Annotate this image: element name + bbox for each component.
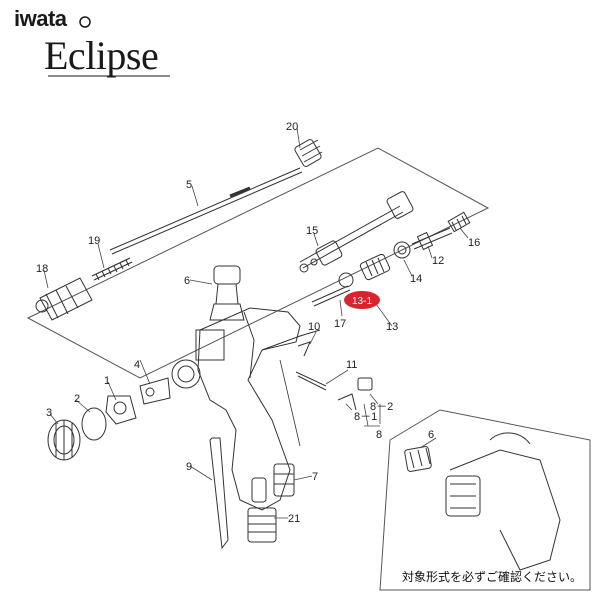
part-nut-14 — [393, 241, 411, 259]
part-adjuster-18 — [35, 277, 93, 321]
callout-6-main: 6 — [184, 275, 190, 287]
callout-13-1: 13-1 — [352, 296, 372, 307]
inset-detail-view — [379, 409, 591, 591]
part-rod-17 — [311, 285, 351, 307]
callout-9: 9 — [186, 461, 192, 473]
callout-7: 7 — [312, 471, 318, 483]
callout-13: 13 — [386, 321, 398, 333]
callout-1: 1 — [104, 375, 110, 387]
brand-product: Eclipse — [44, 33, 159, 78]
part-nozzle-4 — [139, 377, 171, 405]
callout-12: 12 — [432, 255, 444, 267]
brand-maker: iwata — [14, 6, 67, 31]
part-oring-2 — [81, 407, 107, 441]
callout-15: 15 — [306, 225, 318, 237]
part-needle-knob-20 — [294, 139, 323, 167]
callout-20: 20 — [286, 121, 298, 133]
part-8 — [337, 377, 373, 411]
callout-21: 21 — [288, 513, 300, 525]
part-valve-stem-15 — [299, 191, 414, 273]
callout-8-2: 8－2 — [370, 401, 393, 413]
part-aircap-1 — [105, 395, 137, 425]
model-confirm-note: 対象形式を必ずご確認ください。 — [401, 570, 582, 584]
callout-11: 11 — [346, 359, 357, 371]
part-cup-adapter-6 — [209, 265, 245, 321]
callout-18: 18 — [36, 263, 48, 275]
callout-3: 3 — [46, 407, 52, 419]
callout-16: 16 — [468, 237, 480, 249]
part-needle-5 — [109, 167, 303, 255]
part-pin-11 — [295, 371, 327, 391]
part-gun-body — [197, 307, 321, 511]
part-clip-10 — [297, 341, 311, 357]
part-head — [171, 329, 225, 389]
part-spring-19 — [91, 257, 133, 281]
callout-17: 17 — [334, 318, 346, 330]
callout-8: 8 — [376, 429, 382, 441]
callout-8-1: 8－1 — [354, 411, 377, 423]
part-screw-16 — [447, 211, 471, 233]
callout-4: 4 — [134, 359, 140, 371]
callout-6-inset: 6 — [428, 429, 434, 441]
part-trigger-9 — [209, 437, 229, 550]
exploded-box-outline — [26, 147, 490, 379]
callout-19: 19 — [88, 235, 100, 247]
callout-5: 5 — [186, 179, 192, 191]
callout-2: 2 — [74, 393, 80, 405]
part-12 — [411, 227, 453, 251]
part-air-fitting-21 — [247, 477, 277, 543]
callout-13-1-badge — [344, 291, 380, 309]
part-ring-nut-3 — [47, 419, 81, 461]
callout-14: 14 — [410, 273, 422, 285]
callout-10: 10 — [308, 321, 320, 333]
part-valve-13 — [338, 253, 391, 288]
